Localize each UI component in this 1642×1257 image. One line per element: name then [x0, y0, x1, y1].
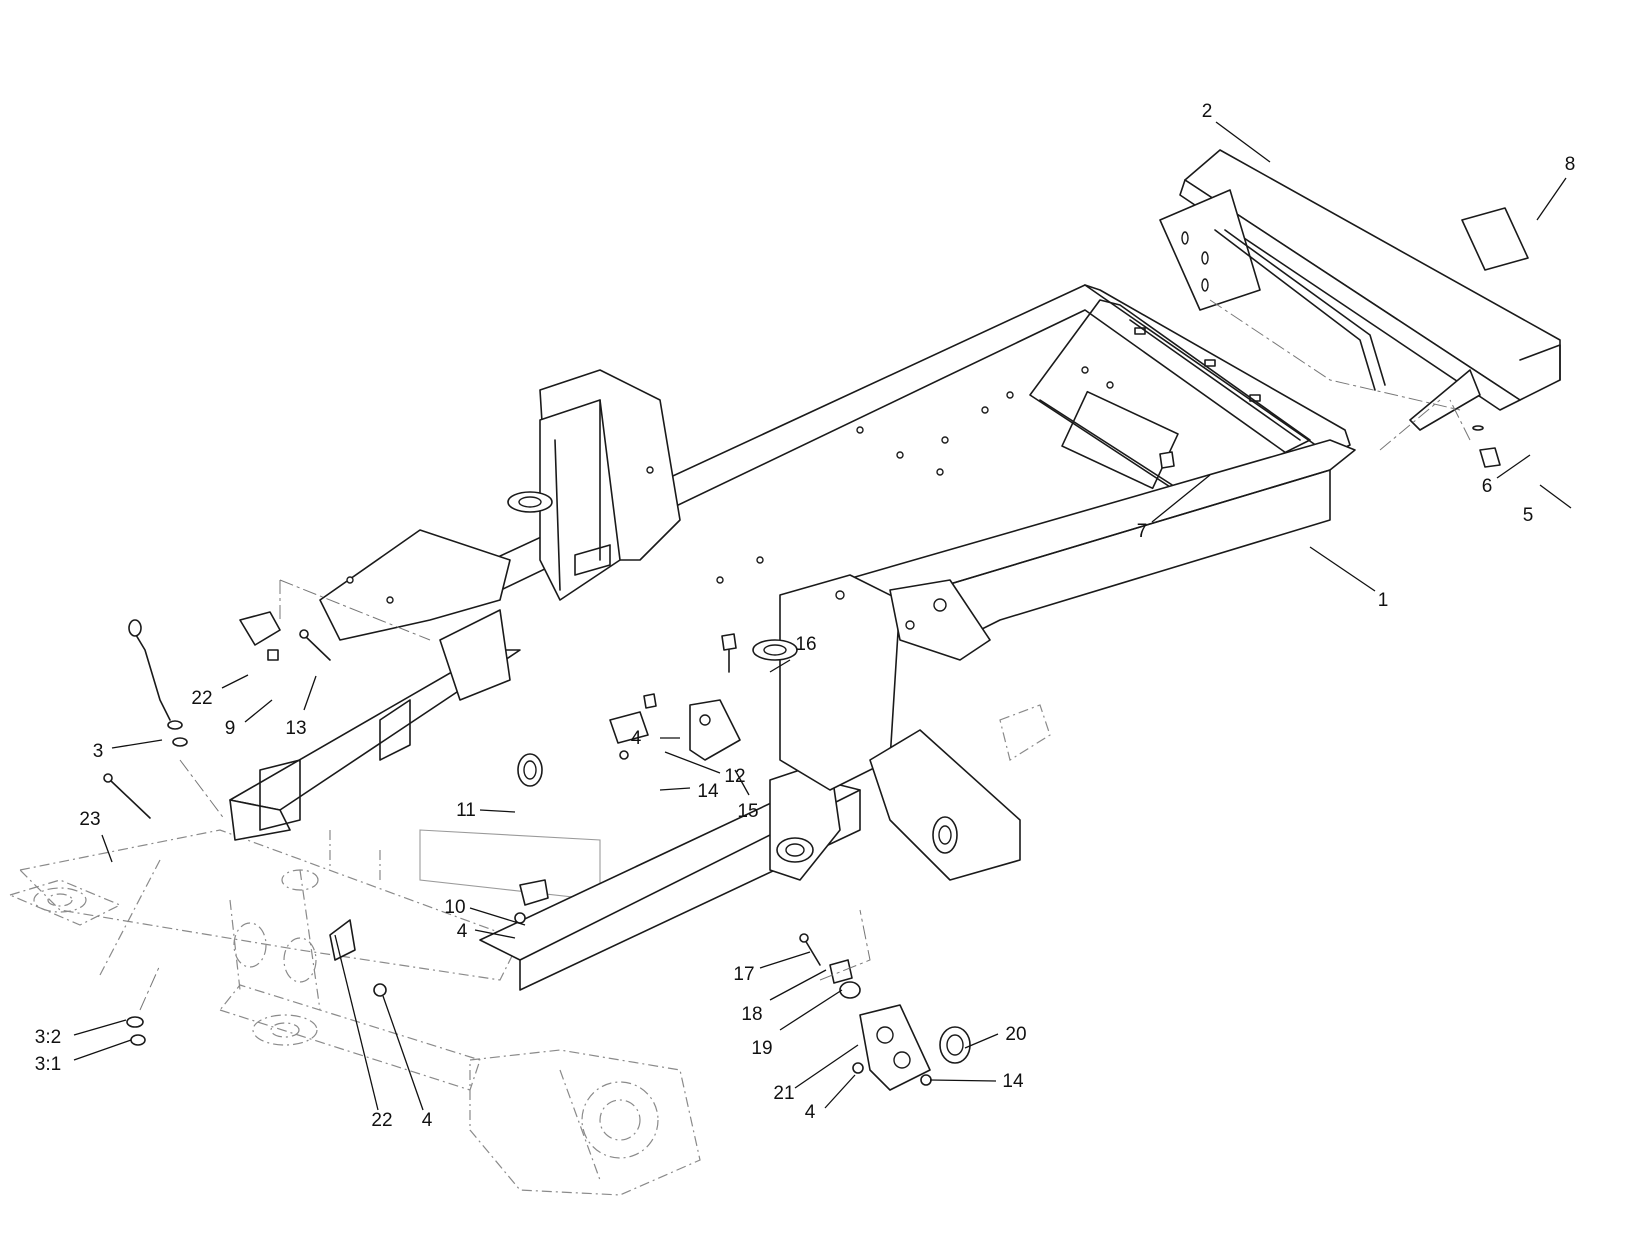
- callout-4-upper: 4: [631, 728, 642, 749]
- rear-bumper: [1159, 149, 1561, 431]
- callout-15: 15: [737, 801, 758, 822]
- callout-4-lower-right: 4: [805, 1102, 816, 1123]
- callout-17: 17: [733, 964, 754, 985]
- callout-6: 6: [1482, 476, 1493, 497]
- main-frame: [229, 284, 1356, 991]
- callout-4-lower: 4: [422, 1110, 433, 1131]
- callout-14-lower: 14: [1002, 1071, 1024, 1092]
- callout-20: 20: [1005, 1024, 1026, 1045]
- callout-5: 5: [1523, 505, 1534, 526]
- callout-3-2: 3:2: [35, 1027, 61, 1048]
- callout-labels: 2 8 6 5 7 1 16 22 9 13 3 4 12 14 15 11 2…: [35, 101, 1576, 1131]
- callout-23: 23: [79, 809, 100, 830]
- callout-16: 16: [795, 634, 816, 655]
- callout-18: 18: [741, 1004, 762, 1025]
- callout-10: 10: [444, 897, 465, 918]
- callout-3-1: 3:1: [35, 1054, 61, 1075]
- callout-leaders: [73, 121, 1572, 1111]
- ghost-axle-assembly: [8, 829, 701, 1196]
- callout-19: 19: [751, 1038, 772, 1059]
- callout-2: 2: [1202, 101, 1213, 122]
- callout-9: 9: [225, 718, 236, 739]
- callout-22-lower: 22: [371, 1110, 392, 1131]
- callout-14-upper: 14: [697, 781, 719, 802]
- callout-8: 8: [1565, 154, 1576, 175]
- callout-21: 21: [773, 1083, 794, 1104]
- callout-11: 11: [456, 800, 476, 821]
- callout-12: 12: [724, 766, 745, 787]
- callout-4-mid: 4: [457, 921, 468, 942]
- callout-13: 13: [285, 718, 306, 739]
- hardware-parts: [103, 425, 1501, 1091]
- callout-22-upper: 22: [191, 688, 212, 709]
- callout-7: 7: [1137, 521, 1148, 542]
- decal-part-8: [1461, 207, 1529, 271]
- callout-1: 1: [1378, 590, 1389, 611]
- callout-3: 3: [93, 741, 104, 762]
- assembly-centerlines: [139, 299, 1471, 1011]
